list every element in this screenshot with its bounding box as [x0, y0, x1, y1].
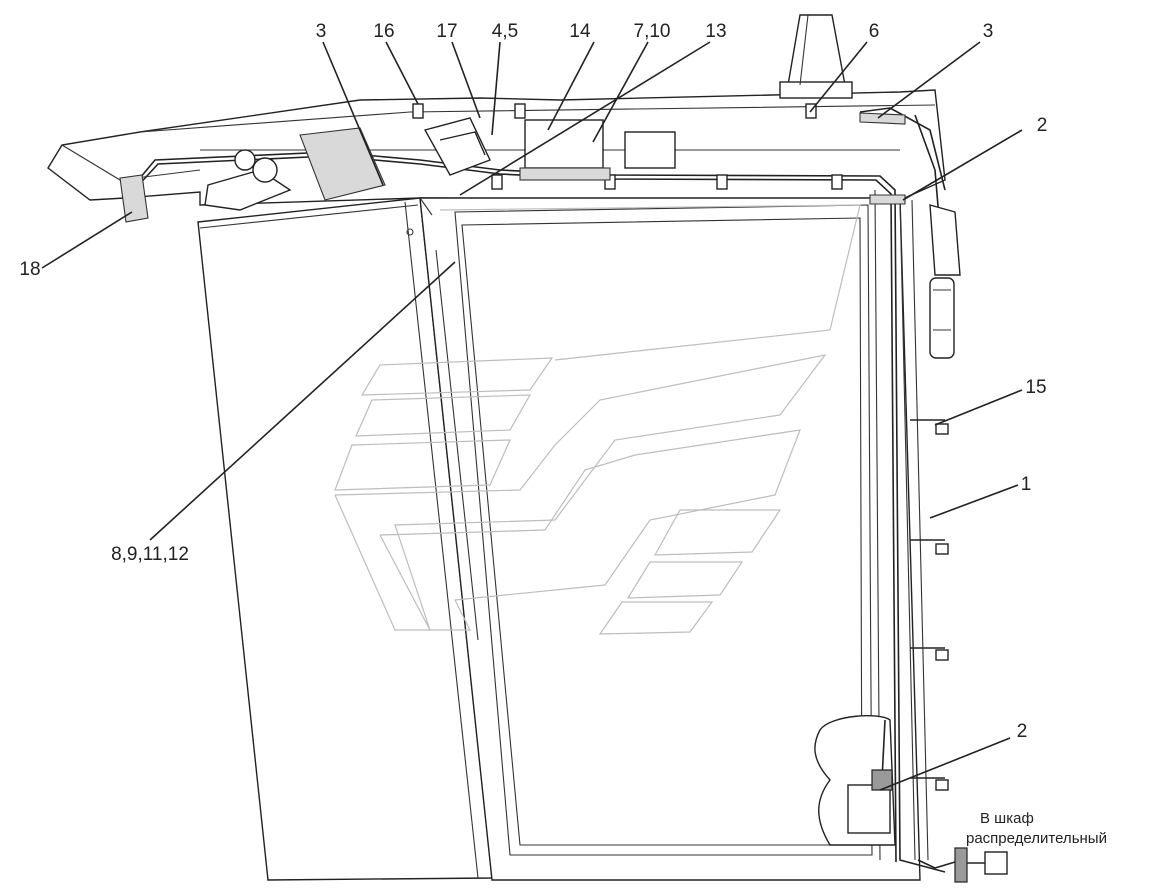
note-line-1: В шкаф [980, 810, 1034, 827]
plug-connector-icon [954, 847, 1008, 883]
beacon-lamp-icon [779, 14, 853, 99]
bottom-cutout [814, 715, 896, 846]
callout-17: 17 [436, 21, 457, 42]
callout-labels: 3 16 17 4,5 14 7,10 13 6 3 2 18 15 1 8,9… [19, 21, 1047, 742]
roof-light-connector [119, 174, 149, 223]
callout-3-right: 3 [983, 21, 994, 42]
leader-lines [41, 41, 1023, 791]
callout-6: 6 [869, 21, 880, 42]
window-logo-watermark [334, 204, 861, 635]
callout-2-top: 2 [1037, 115, 1048, 136]
callout-15: 15 [1025, 377, 1046, 398]
roof-components [119, 112, 906, 223]
fuse-box-icon [524, 119, 604, 169]
callout-16: 16 [373, 21, 394, 42]
callout-14: 14 [569, 21, 591, 42]
callout-8-9-11-12: 8,9,11,12 [111, 544, 189, 565]
callout-4-5: 4,5 [492, 21, 518, 42]
callout-1: 1 [1021, 474, 1032, 495]
callout-7-10: 7,10 [634, 21, 671, 42]
callout-18: 18 [19, 259, 40, 280]
right-side-components [929, 204, 961, 359]
destination-note: В шкаф распределительный [966, 810, 1107, 847]
callout-13: 13 [705, 21, 726, 42]
callout-3-left: 3 [316, 21, 327, 42]
callout-2-bottom: 2 [1017, 721, 1028, 742]
note-line-2: распределительный [966, 830, 1107, 847]
